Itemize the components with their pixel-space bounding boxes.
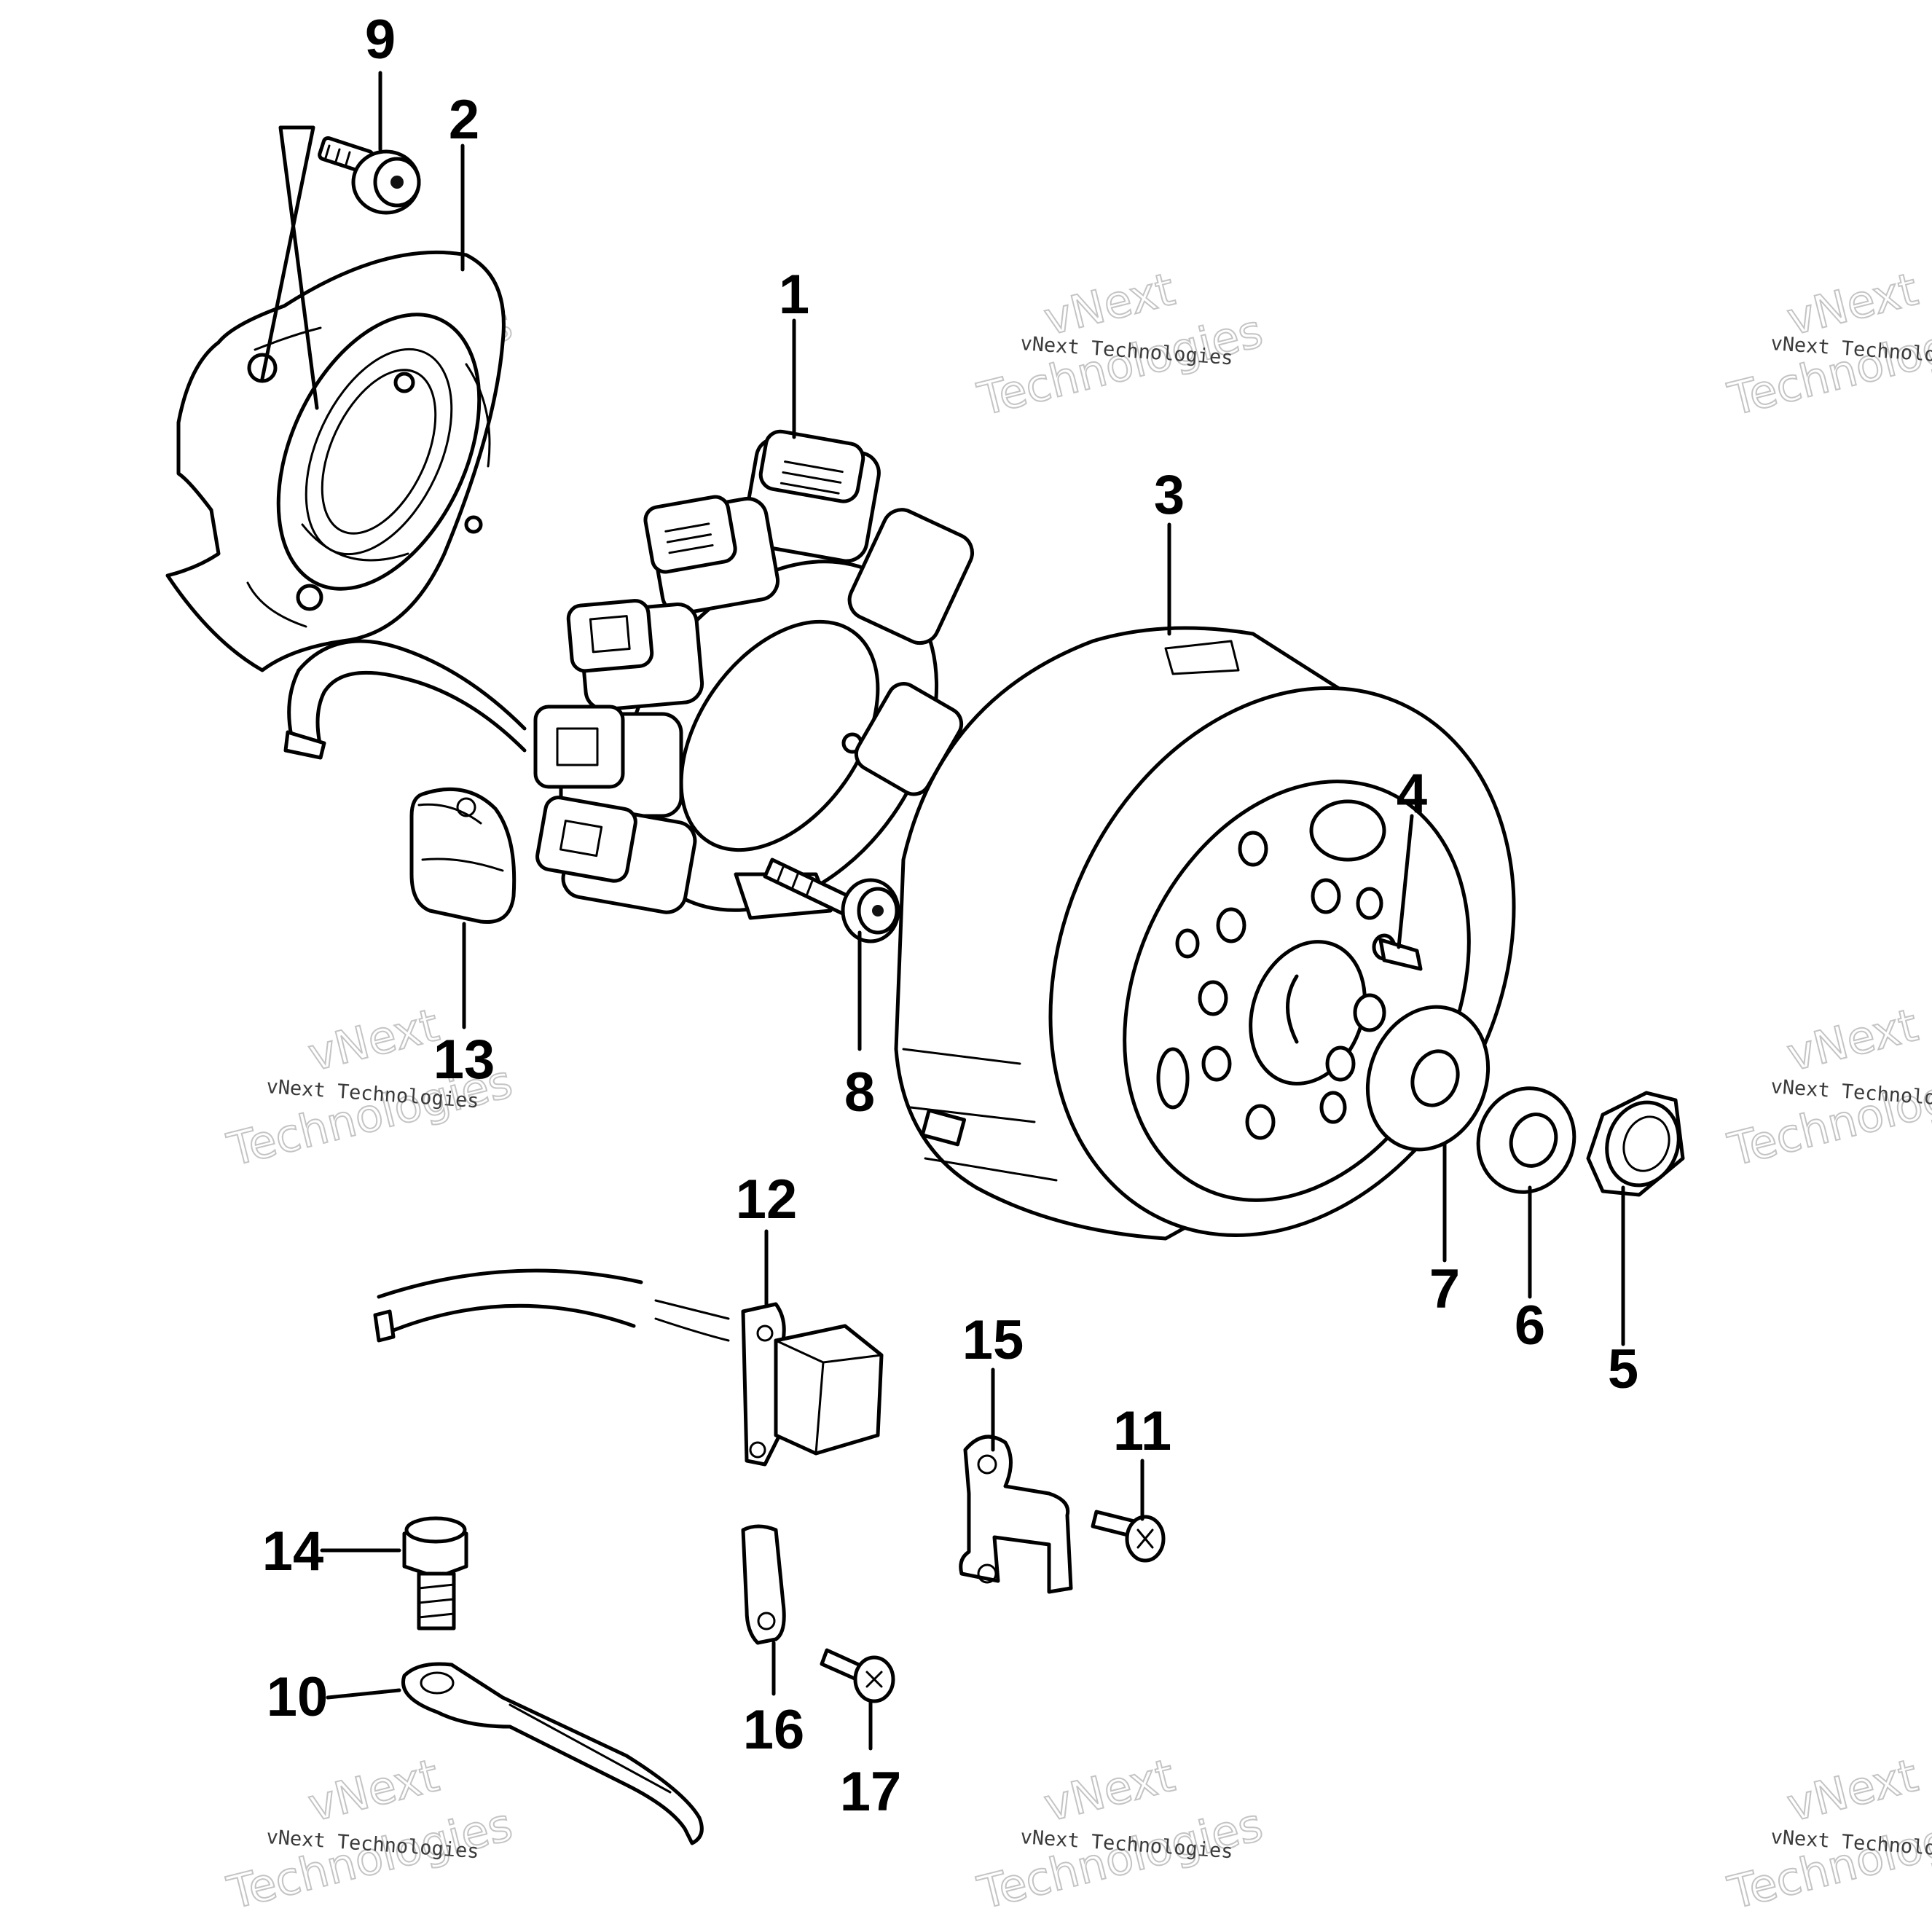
- watermark-mid-right: vNext Technologies vNext Technolo: [1722, 997, 1932, 1177]
- watermark-bottom-right: vNext Technologies vNext Technolo: [1722, 1748, 1932, 1919]
- callout-9: 9: [365, 9, 396, 71]
- callout-3: 3: [1154, 464, 1185, 526]
- callout-4: 4: [1397, 763, 1427, 825]
- part-15-bracket: [959, 1435, 1073, 1594]
- part-10-strap: [401, 1662, 704, 1845]
- svg-text:vNext: vNext: [1782, 998, 1923, 1082]
- part-9-bolt: [318, 136, 421, 215]
- watermark-bottom-center: vNext Technologies vNext Technologies: [972, 1748, 1268, 1919]
- part-5-nut: [1586, 1091, 1685, 1197]
- svg-text:vNext: vNext: [1782, 1749, 1923, 1832]
- part-1-stator: [283, 429, 974, 920]
- callout-1: 1: [779, 264, 809, 326]
- svg-text:vNext: vNext: [303, 998, 444, 1082]
- part-17-screw: [820, 1648, 895, 1703]
- part-14-bolt: [402, 1516, 468, 1630]
- part-8-bolt: [763, 858, 900, 943]
- callout-14: 14: [262, 1520, 324, 1582]
- callout-13: 13: [433, 1029, 495, 1091]
- callout-5: 5: [1608, 1338, 1638, 1400]
- bracket-9-leader: [260, 125, 319, 410]
- callout-8: 8: [844, 1061, 875, 1123]
- watermark-bottom-left: vNext Technologies vNext Technologies: [221, 1748, 518, 1919]
- callout-7: 7: [1429, 1258, 1460, 1320]
- part-12-pulse-generator: [373, 1268, 884, 1467]
- callout-6: 6: [1515, 1295, 1545, 1357]
- callout-16: 16: [743, 1699, 805, 1761]
- part-6-spring-washer: [1476, 1086, 1576, 1194]
- svg-text:vNext: vNext: [1039, 1749, 1179, 1832]
- callout-12: 12: [736, 1169, 798, 1231]
- part-16-terminal: [741, 1524, 786, 1645]
- callout-15: 15: [962, 1309, 1024, 1371]
- callout-10: 10: [267, 1666, 329, 1728]
- watermark-top-center: vNext Technologies vNext Technologies: [972, 262, 1268, 427]
- callout-17: 17: [840, 1761, 902, 1823]
- part-4-key: [1378, 938, 1423, 971]
- watermark-top-right: vNext Technologies vNext Technolo: [1722, 262, 1932, 427]
- callout-2: 2: [449, 89, 479, 151]
- part-3-flywheel: [894, 626, 1516, 1241]
- part-11-screw: [1091, 1510, 1166, 1563]
- part-13-grommet: [409, 787, 517, 925]
- callout-11: 11: [1113, 1400, 1171, 1462]
- part-2-base-plate: [165, 250, 506, 672]
- leader-lines: [320, 71, 1625, 1751]
- part-7-washer: [1365, 1005, 1491, 1152]
